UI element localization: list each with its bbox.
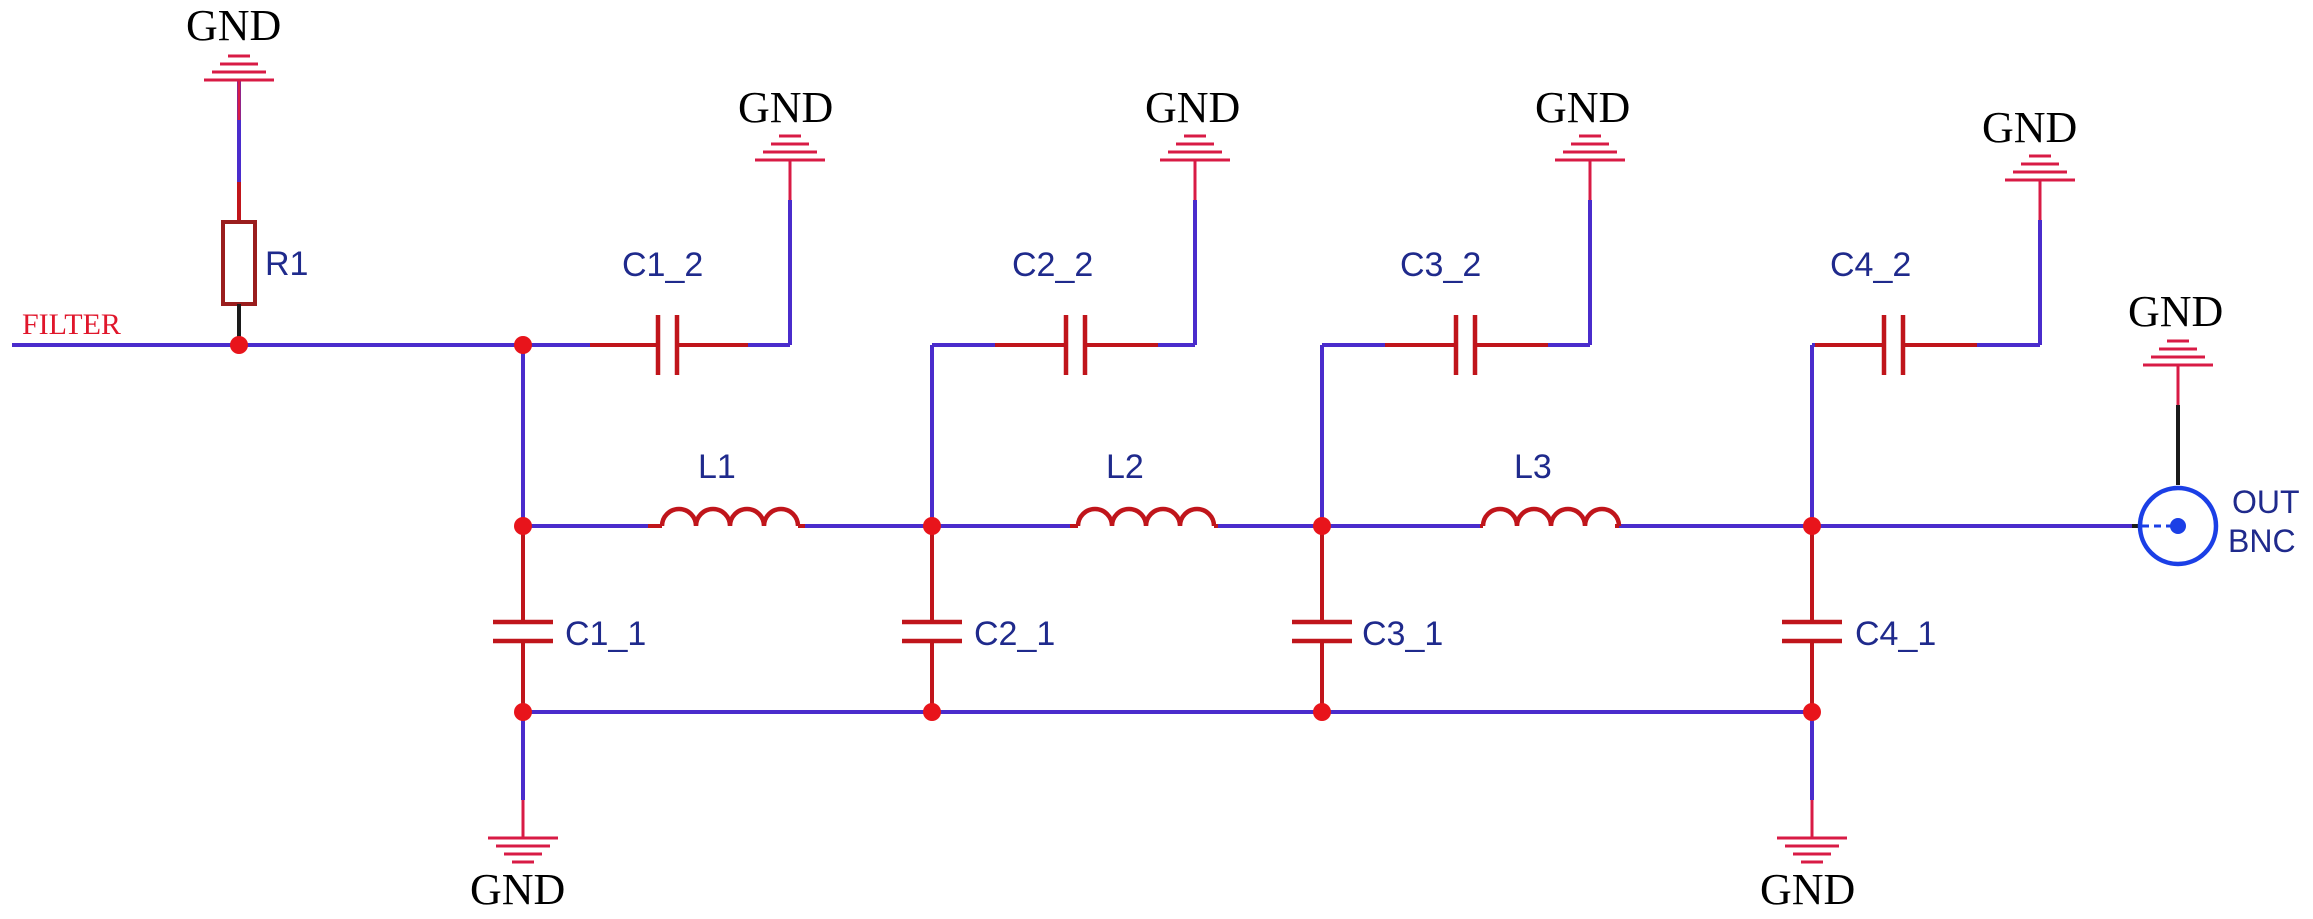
capacitor-c3-2: C3_2 [1385, 246, 1548, 375]
junction-dot [923, 703, 941, 721]
junction-dot [923, 517, 941, 535]
junction-dot [1313, 703, 1331, 721]
label-c4-2: C4_2 [1830, 246, 1911, 284]
wires [12, 80, 2132, 800]
junctions [230, 336, 1821, 721]
capacitor-c4-1: C4_1 [1782, 526, 1936, 712]
capacitor-c4-2: C4_2 [1815, 246, 1977, 375]
junction-dot [1313, 517, 1331, 535]
label-c1-2: C1_2 [622, 246, 703, 284]
ground-c2-2: GND [1145, 83, 1240, 200]
junction-dot [514, 517, 532, 535]
gnd-label-c3-2: GND [1535, 83, 1630, 132]
gnd-label-bottom-right: GND [1760, 865, 1855, 914]
ground-bottom-right: GND [1760, 800, 1855, 914]
gnd-label-c1-2: GND [738, 83, 833, 132]
ground-bnc: GND [2128, 287, 2223, 405]
capacitor-c1-2: C1_2 [590, 246, 748, 375]
label-c2-2: C2_2 [1012, 246, 1093, 284]
label-l1: L1 [698, 448, 736, 486]
gnd-label-bnc: GND [2128, 287, 2223, 336]
junction-dot [230, 336, 248, 354]
label-c2-1: C2_1 [974, 615, 1055, 653]
capacitor-c2-2: C2_2 [995, 246, 1158, 375]
gnd-label-c2-2: GND [1145, 83, 1240, 132]
junction-dot [1803, 517, 1821, 535]
resistor-r1: R1 [221, 182, 308, 345]
label-c3-2: C3_2 [1400, 246, 1481, 284]
net-label-filter: FILTER [22, 308, 121, 341]
ground-c1-2: GND [738, 83, 833, 200]
capacitor-c2-1: C2_1 [902, 526, 1055, 712]
label-l3: L3 [1514, 448, 1552, 486]
junction-dot [1803, 703, 1821, 721]
resistor-r1-body [221, 220, 257, 306]
capacitor-c1-1: C1_1 [493, 526, 646, 712]
label-l2: L2 [1106, 448, 1144, 486]
label-c3-1: C3_1 [1362, 615, 1443, 653]
capacitor-c3-1: C3_1 [1292, 526, 1443, 712]
ground-c3-2: GND [1535, 83, 1630, 200]
bnc-type-label: BNC [2228, 523, 2296, 559]
ground-c4-2: GND [1982, 103, 2077, 220]
inductor-l2: L2 [1070, 448, 1218, 528]
junction-dot [514, 336, 532, 354]
label-c1-1: C1_1 [565, 615, 646, 653]
label-c4-1: C4_1 [1855, 615, 1936, 653]
bnc-pin-label: OUT [2232, 484, 2300, 520]
inductor-l3: L3 [1480, 448, 1622, 528]
bnc-center-pin [2170, 518, 2186, 534]
gnd-label-r1: GND [186, 1, 281, 50]
bnc-connector: OUT BNC [2132, 405, 2300, 567]
ground-r1: GND [186, 1, 281, 120]
ground-bottom-left: GND [470, 800, 565, 914]
gnd-label-c4-2: GND [1982, 103, 2077, 152]
junction-dot [514, 703, 532, 721]
gnd-label-bottom-left: GND [470, 865, 565, 914]
inductor-l1: L1 [648, 448, 805, 528]
label-r1: R1 [265, 245, 308, 283]
